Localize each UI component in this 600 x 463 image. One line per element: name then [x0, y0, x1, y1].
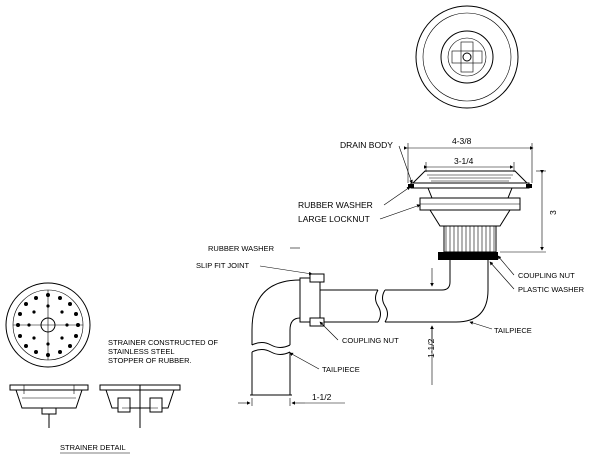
label-rubber-washer-top: RUBBER WASHER: [298, 200, 373, 210]
strainer-note-line-3: STOPPER OF RUBBER.: [108, 356, 192, 365]
tailpiece-pipe: [250, 260, 489, 396]
label-coupling-nut-right: COUPLING NUT: [518, 271, 575, 280]
label-drain-body: DRAIN BODY: [340, 140, 393, 150]
label-plastic-washer: PLASTIC WASHER: [518, 285, 585, 294]
label-tailpiece-right: TAILPIECE: [494, 326, 532, 335]
label-tailpiece-left: TAILPIECE: [322, 365, 360, 374]
label-rubber-washer-side: RUBBER WASHER: [208, 244, 275, 253]
strainer-detail-title: STRAINER DETAIL: [60, 443, 126, 452]
dim-pipe-horizontal: 1-1/2: [312, 392, 332, 402]
dim-inner-width: 3-1/4: [454, 156, 474, 166]
label-slip-fit-joint: SLIP FIT JOINT: [196, 261, 249, 270]
strainer-detail-plan: [5, 282, 91, 368]
dimension-lines: [238, 143, 546, 406]
dim-pipe-vertical: 1-1/2: [426, 338, 436, 358]
leader-lines: [259, 145, 515, 370]
drain-body: [408, 170, 532, 260]
strainer-detail-section-right: [99, 384, 181, 428]
label-coupling-nut-left: COUPLING NUT: [342, 336, 399, 345]
strainer-detail-section-left: [9, 384, 89, 428]
dim-height: 3: [548, 210, 558, 215]
dim-outer-width: 4-3/8: [452, 136, 472, 146]
strainer-note-line-1: STRAINER CONSTRUCTED OF: [108, 338, 218, 347]
strainer-note-line-2: STAINLESS STEEL: [108, 347, 175, 356]
label-large-locknut: LARGE LOCKNUT: [298, 214, 370, 224]
strainer-top-view: [415, 5, 519, 109]
